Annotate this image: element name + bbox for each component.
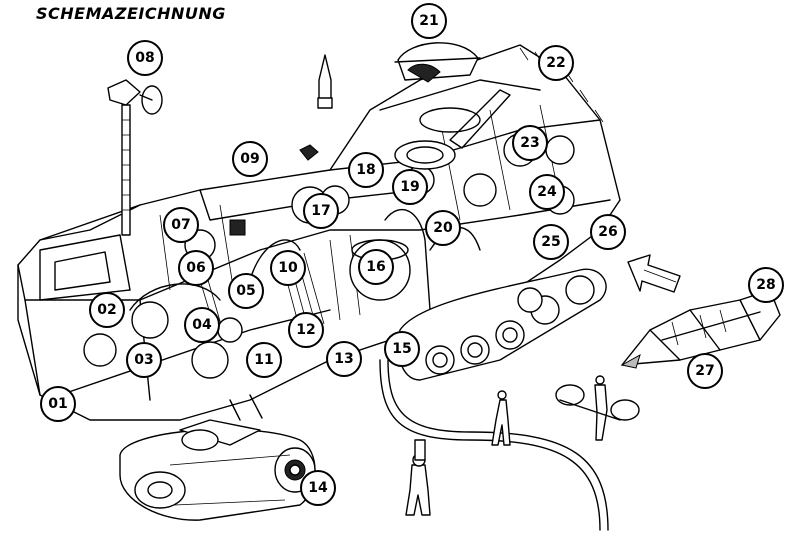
callout-05: 05 bbox=[228, 273, 264, 309]
crew-figures bbox=[405, 375, 640, 516]
callout-16: 16 bbox=[358, 249, 394, 285]
callout-10: 10 bbox=[270, 250, 306, 286]
callout-18: 18 bbox=[348, 152, 384, 188]
callout-15: 15 bbox=[384, 331, 420, 367]
callout-21: 21 bbox=[411, 3, 447, 39]
callout-01: 01 bbox=[40, 386, 76, 422]
callout-26: 26 bbox=[590, 214, 626, 250]
callout-14: 14 bbox=[300, 470, 336, 506]
callout-22: 22 bbox=[538, 45, 574, 81]
antenna-mast bbox=[107, 79, 163, 236]
callout-13: 13 bbox=[326, 341, 362, 377]
callout-28: 28 bbox=[748, 267, 784, 303]
missile bbox=[317, 54, 333, 109]
callout-23: 23 bbox=[512, 125, 548, 161]
callout-06: 06 bbox=[178, 250, 214, 286]
callout-07: 07 bbox=[163, 207, 199, 243]
vehicle-hull bbox=[17, 44, 621, 421]
callout-02: 02 bbox=[89, 292, 125, 328]
callout-04: 04 bbox=[184, 307, 220, 343]
callout-09: 09 bbox=[232, 141, 268, 177]
callout-17: 17 bbox=[303, 193, 339, 229]
callout-27: 27 bbox=[687, 353, 723, 389]
callout-03: 03 bbox=[126, 342, 162, 378]
observation-dome bbox=[394, 42, 481, 83]
callout-08: 08 bbox=[127, 40, 163, 76]
direction-arrow bbox=[627, 254, 681, 293]
callout-24: 24 bbox=[529, 174, 565, 210]
callout-25: 25 bbox=[533, 224, 569, 260]
diagram-title: SCHEMAZEICHNUNG bbox=[36, 4, 226, 23]
cables bbox=[379, 359, 609, 531]
callout-19: 19 bbox=[392, 169, 428, 205]
callout-20: 20 bbox=[425, 210, 461, 246]
callout-12: 12 bbox=[288, 312, 324, 348]
callout-11: 11 bbox=[246, 342, 282, 378]
tracks-left bbox=[119, 394, 316, 521]
tracks-right bbox=[397, 268, 607, 381]
